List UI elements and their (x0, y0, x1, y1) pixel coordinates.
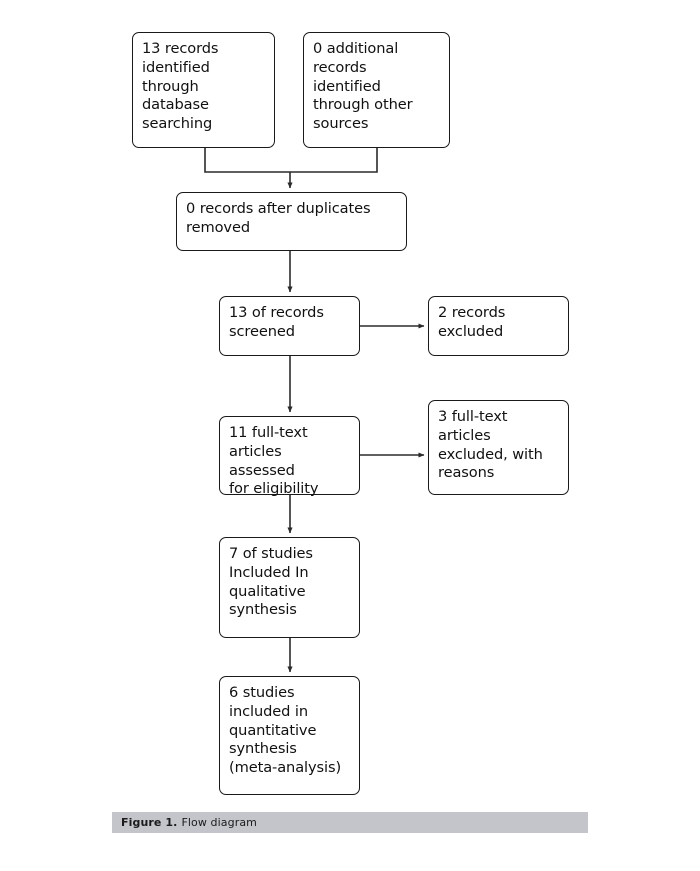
node-qualitative-synthesis: 7 of studies Included In qualitative syn… (219, 537, 360, 638)
connector-merge-top (204, 148, 378, 173)
node-fulltext-assessed: 11 full-text articles assessed for eligi… (219, 416, 360, 497)
node-records-excluded: 2 records excluded (428, 296, 569, 356)
figure-caption-bar: Figure 1. Flow diagram (112, 812, 588, 833)
node-fulltext-excluded: 3 full-text articles excluded, with reas… (428, 400, 569, 495)
node-identified-database: 13 records identified through database s… (132, 32, 275, 148)
node-duplicates-removed: 0 records after duplicates removed (176, 192, 407, 251)
node-quantitative-synthesis: 6 studies included in quantitative synth… (219, 676, 360, 795)
figure-caption-label: Figure 1. (121, 816, 178, 829)
figure-caption-text: Flow diagram (181, 816, 257, 829)
node-identified-other: 0 additional records identified through … (303, 32, 450, 148)
node-records-screened: 13 of records screened (219, 296, 360, 356)
